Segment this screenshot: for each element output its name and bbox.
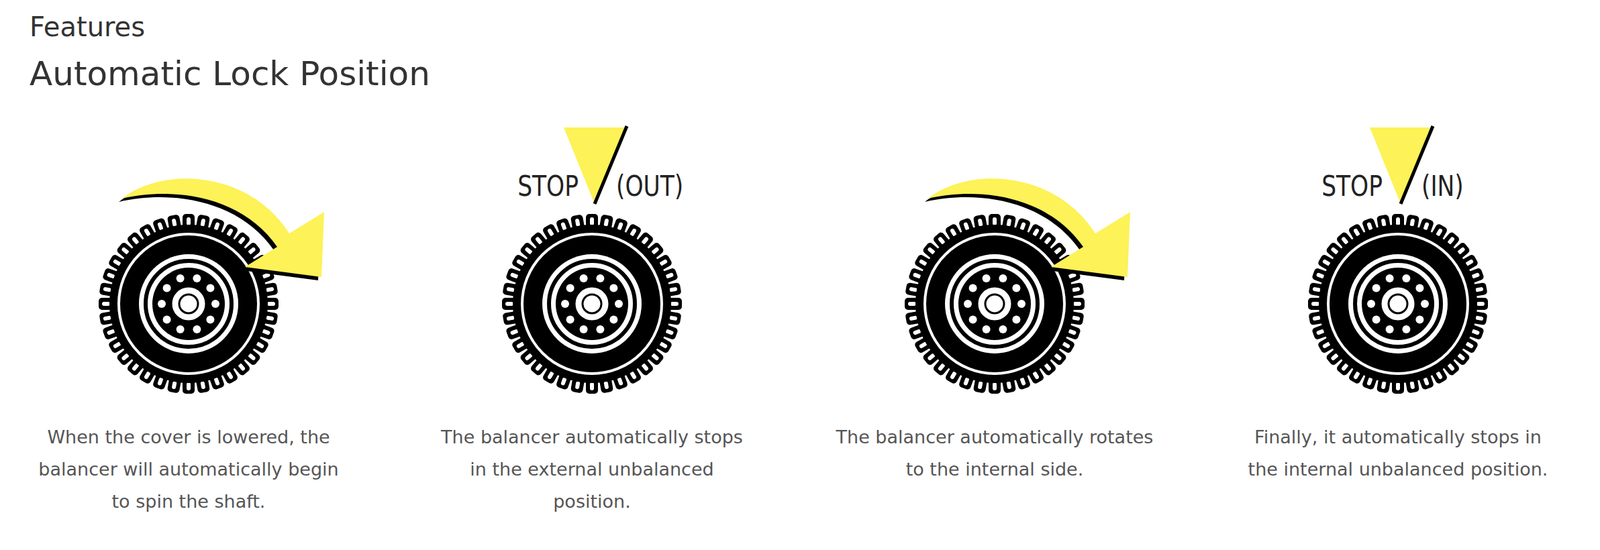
tire <box>904 214 1085 394</box>
rotate-arrow <box>924 178 1131 281</box>
page-title: Automatic Lock Position <box>29 52 431 96</box>
step-caption: The balancer automatically stops in the … <box>430 421 754 519</box>
section-label: Features <box>29 10 145 43</box>
tire <box>1308 214 1488 394</box>
stop-label: STOP <box>468 169 579 205</box>
step-caption: When the cover is lowered, the balancer … <box>27 421 350 519</box>
tire <box>98 214 279 394</box>
stop-label: STOP <box>1272 169 1383 205</box>
stop-side-label: (IN) <box>1421 169 1464 205</box>
rotate-arrow <box>118 178 325 281</box>
tire <box>502 214 682 394</box>
step-caption: The balancer automatically rotates to th… <box>833 421 1156 486</box>
step-caption: Finally, it automatically stops in the i… <box>1236 421 1560 486</box>
stop-side-label: (OUT) <box>616 169 684 205</box>
